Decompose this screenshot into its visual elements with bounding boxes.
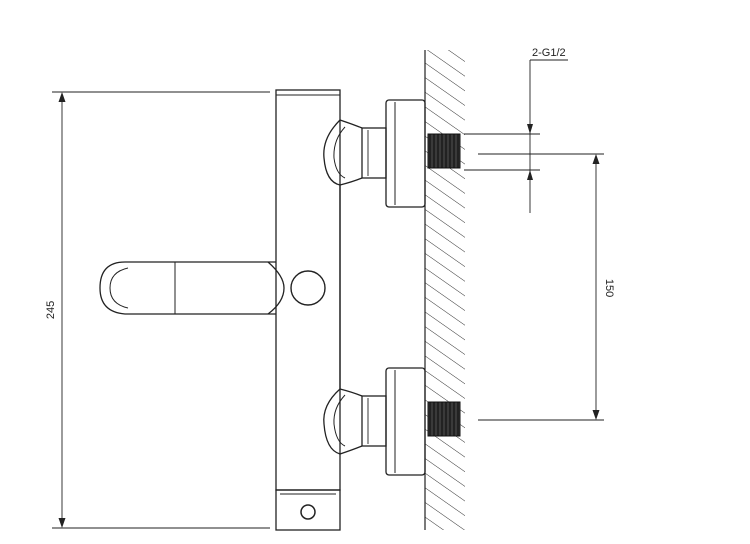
lower-eccentric-nut: [361, 395, 387, 447]
wall: [424, 50, 465, 530]
control-knob: [290, 270, 326, 306]
upper-threaded-connector: [427, 133, 461, 169]
mixer-body: [275, 89, 341, 491]
height-dimension-label: 245: [45, 301, 57, 319]
thread-dimension: 2-G1/2: [464, 47, 568, 213]
upper-wall-flange: [385, 99, 426, 208]
thread-dimension-label: 2-G1/2: [532, 47, 566, 59]
diverter-knob: [275, 489, 341, 531]
spout: [99, 261, 285, 315]
height-dimension: 245: [45, 91, 270, 529]
spacing-dimension: 150: [478, 153, 615, 421]
diverter-knob-dot-icon: [300, 504, 316, 520]
lower-wall-flange: [385, 367, 426, 476]
spacing-dimension-label: 150: [603, 279, 615, 297]
upper-eccentric-nut: [361, 127, 387, 179]
upper-inlet-elbow: [323, 119, 363, 186]
lower-threaded-connector: [427, 401, 461, 437]
lower-inlet-elbow: [323, 388, 363, 455]
